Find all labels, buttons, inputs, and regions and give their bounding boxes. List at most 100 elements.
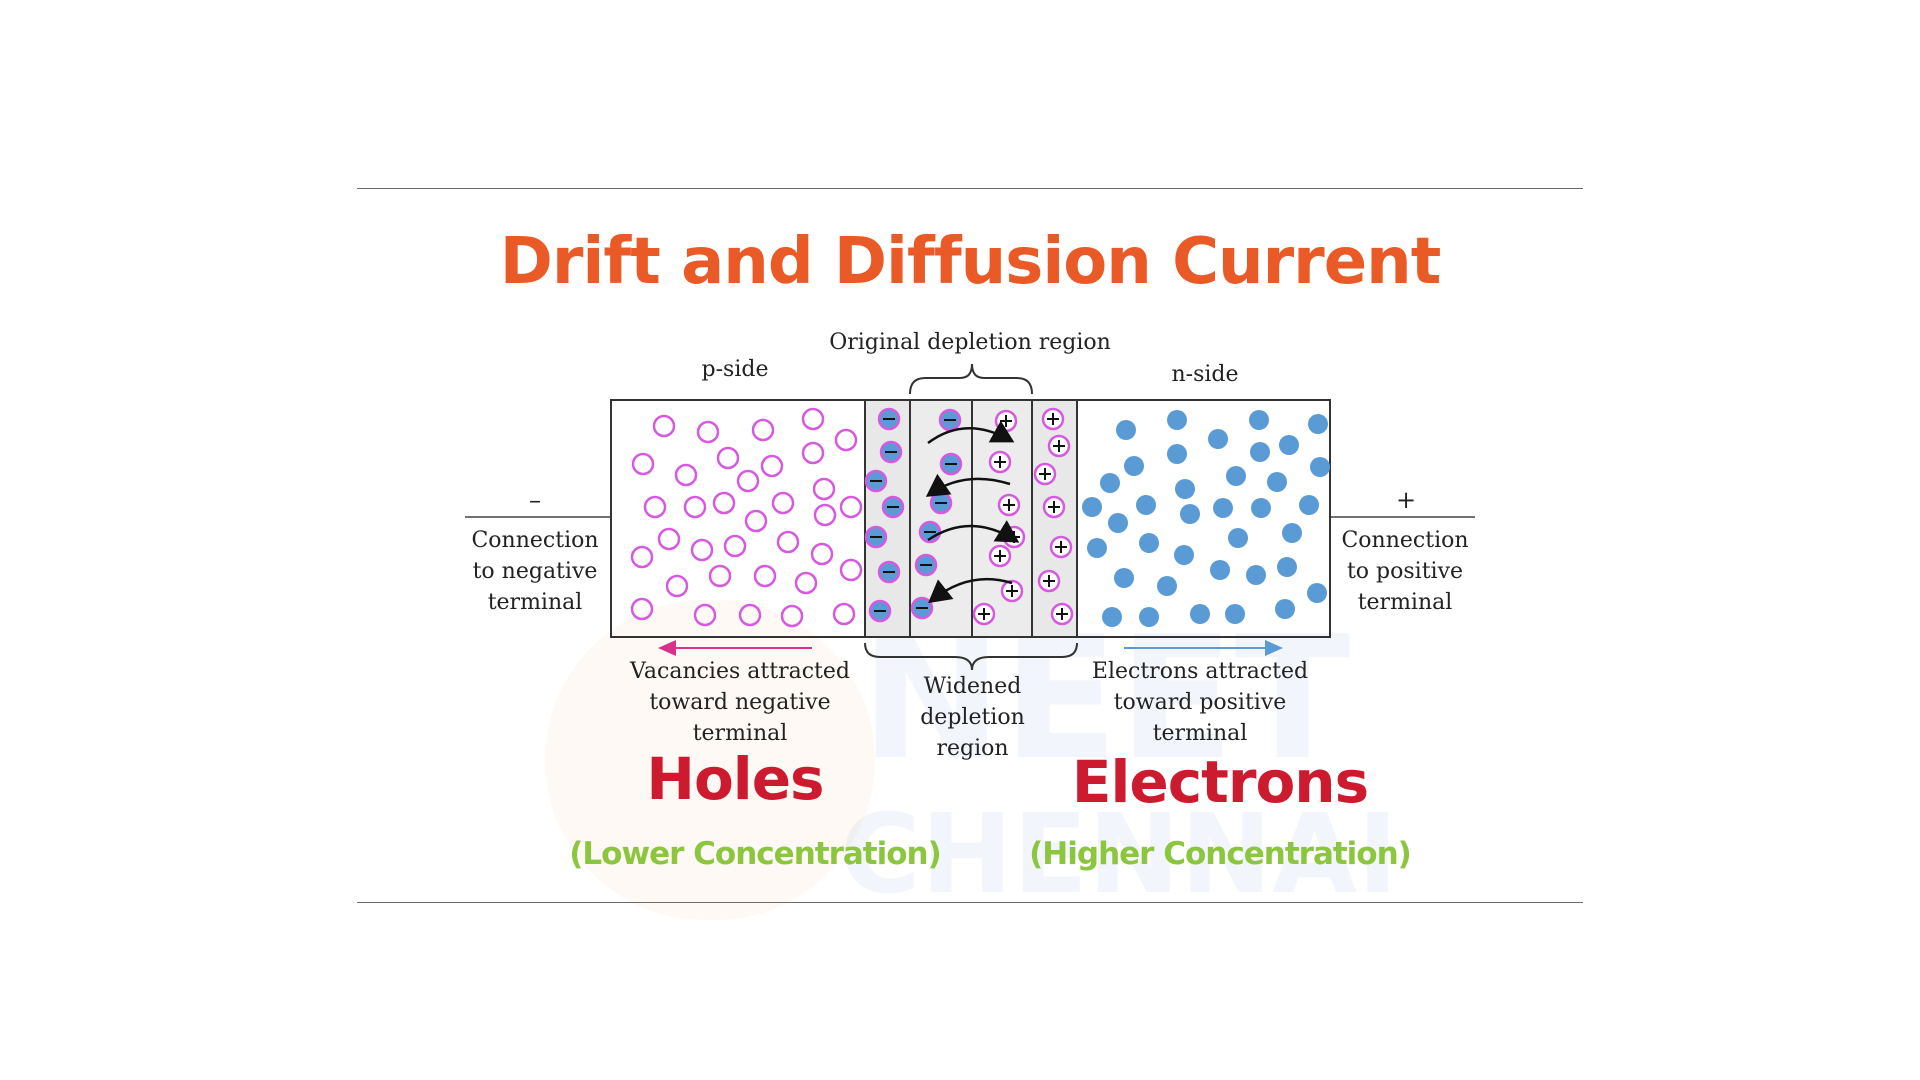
- electron: [1277, 557, 1297, 577]
- positive-ion: [988, 544, 1012, 568]
- widened-depletion-label: Widened depletion region: [880, 671, 1065, 764]
- electrons-concentration: (Higher Concentration): [1029, 836, 1412, 872]
- positive-ion: [1050, 602, 1074, 626]
- page-title: Drift and Diffusion Current: [499, 225, 1442, 299]
- hole: [753, 564, 777, 588]
- electron: [1275, 599, 1295, 619]
- hole: [751, 418, 775, 442]
- widened-depletion-brace: [864, 642, 1078, 671]
- electron: [1308, 414, 1328, 434]
- text-line: Connection: [471, 528, 599, 553]
- positive-ion: [1041, 407, 1065, 431]
- positive-ion: [1037, 569, 1061, 593]
- positive-ion: [997, 493, 1021, 517]
- text-line: Vacancies attracted: [630, 659, 850, 684]
- electron: [1167, 410, 1187, 430]
- hole: [696, 420, 720, 444]
- hole: [812, 477, 836, 501]
- semiconductor-box: [610, 399, 1331, 638]
- text-line: to positive: [1346, 559, 1464, 584]
- text-line: toward positive: [1113, 690, 1287, 715]
- hole: [801, 407, 825, 431]
- hole: [712, 491, 736, 515]
- electron: [1279, 435, 1299, 455]
- hole: [630, 597, 654, 621]
- electron: [1167, 444, 1187, 464]
- electron: [1190, 604, 1210, 624]
- hole: [630, 545, 654, 569]
- electron: [1250, 442, 1270, 462]
- hole: [813, 503, 837, 527]
- electron: [1114, 568, 1134, 588]
- hole: [771, 491, 795, 515]
- electron: [1087, 538, 1107, 558]
- electron: [1136, 495, 1156, 515]
- hole: [631, 452, 655, 476]
- negative-ion: [864, 469, 888, 493]
- arrow-right-2: [927, 520, 1020, 543]
- hole: [657, 527, 681, 551]
- watermark-text-2: CHENNAI: [840, 790, 1399, 918]
- electron: [1108, 513, 1128, 533]
- p-side-label: p-side: [701, 357, 769, 382]
- plus-sign: +: [1395, 486, 1417, 514]
- electron: [1157, 576, 1177, 596]
- original-depletion-label: Original depletion region: [829, 330, 1111, 355]
- negative-ion: [877, 560, 901, 584]
- electron: [1208, 429, 1228, 449]
- text-line: terminal: [692, 721, 788, 746]
- hole: [839, 558, 863, 582]
- vacancies-label: Vacancies attracted toward negative term…: [620, 656, 860, 749]
- hole: [683, 495, 707, 519]
- bottom-rule: [357, 902, 1583, 903]
- hole: [780, 604, 804, 628]
- electron: [1213, 498, 1233, 518]
- positive-ion: [1042, 495, 1066, 519]
- electron: [1210, 560, 1230, 580]
- negative-ion: [877, 407, 901, 431]
- negative-ion: [914, 553, 938, 577]
- text-line: to negative: [472, 559, 598, 584]
- electron: [1102, 607, 1122, 627]
- holes-heading: Holes: [646, 745, 824, 813]
- negative-ion: [939, 452, 963, 476]
- negative-ion: [929, 491, 953, 515]
- hole: [693, 603, 717, 627]
- positive-ion: [1000, 579, 1024, 603]
- positive-ion: [972, 602, 996, 626]
- electron: [1251, 498, 1271, 518]
- minus-sign: –: [529, 486, 541, 514]
- text-line: Widened: [923, 674, 1022, 699]
- electron: [1180, 504, 1200, 524]
- hole: [643, 495, 667, 519]
- original-depletion-brace: [909, 363, 1033, 395]
- electrons-attracted-label: Electrons attracted toward positive term…: [1080, 656, 1320, 749]
- negative-ion: [868, 599, 892, 623]
- text-line: terminal: [487, 590, 583, 615]
- widened-depletion-right-band: [1032, 400, 1077, 637]
- electron: [1139, 607, 1159, 627]
- hole: [736, 469, 760, 493]
- hole: [776, 530, 800, 554]
- hole: [723, 534, 747, 558]
- negative-connection-label: Connection to negative terminal: [455, 525, 615, 618]
- electron: [1228, 528, 1248, 548]
- text-line: Connection: [1341, 528, 1469, 553]
- positive-ions-group: [972, 407, 1074, 626]
- hole: [801, 441, 825, 465]
- n-side-label: n-side: [1171, 362, 1239, 387]
- text-line: depletion: [920, 705, 1025, 730]
- positive-ion: [1049, 535, 1073, 559]
- electron: [1267, 472, 1287, 492]
- electron: [1139, 533, 1159, 553]
- electron: [1174, 545, 1194, 565]
- electron: [1226, 466, 1246, 486]
- positive-connection-label: Connection to positive terminal: [1325, 525, 1485, 618]
- text-line: region: [936, 736, 1009, 761]
- positive-ion: [994, 409, 1018, 433]
- hole: [738, 603, 762, 627]
- hole: [839, 495, 863, 519]
- arrow-right-1: [927, 420, 1015, 444]
- electron: [1299, 495, 1319, 515]
